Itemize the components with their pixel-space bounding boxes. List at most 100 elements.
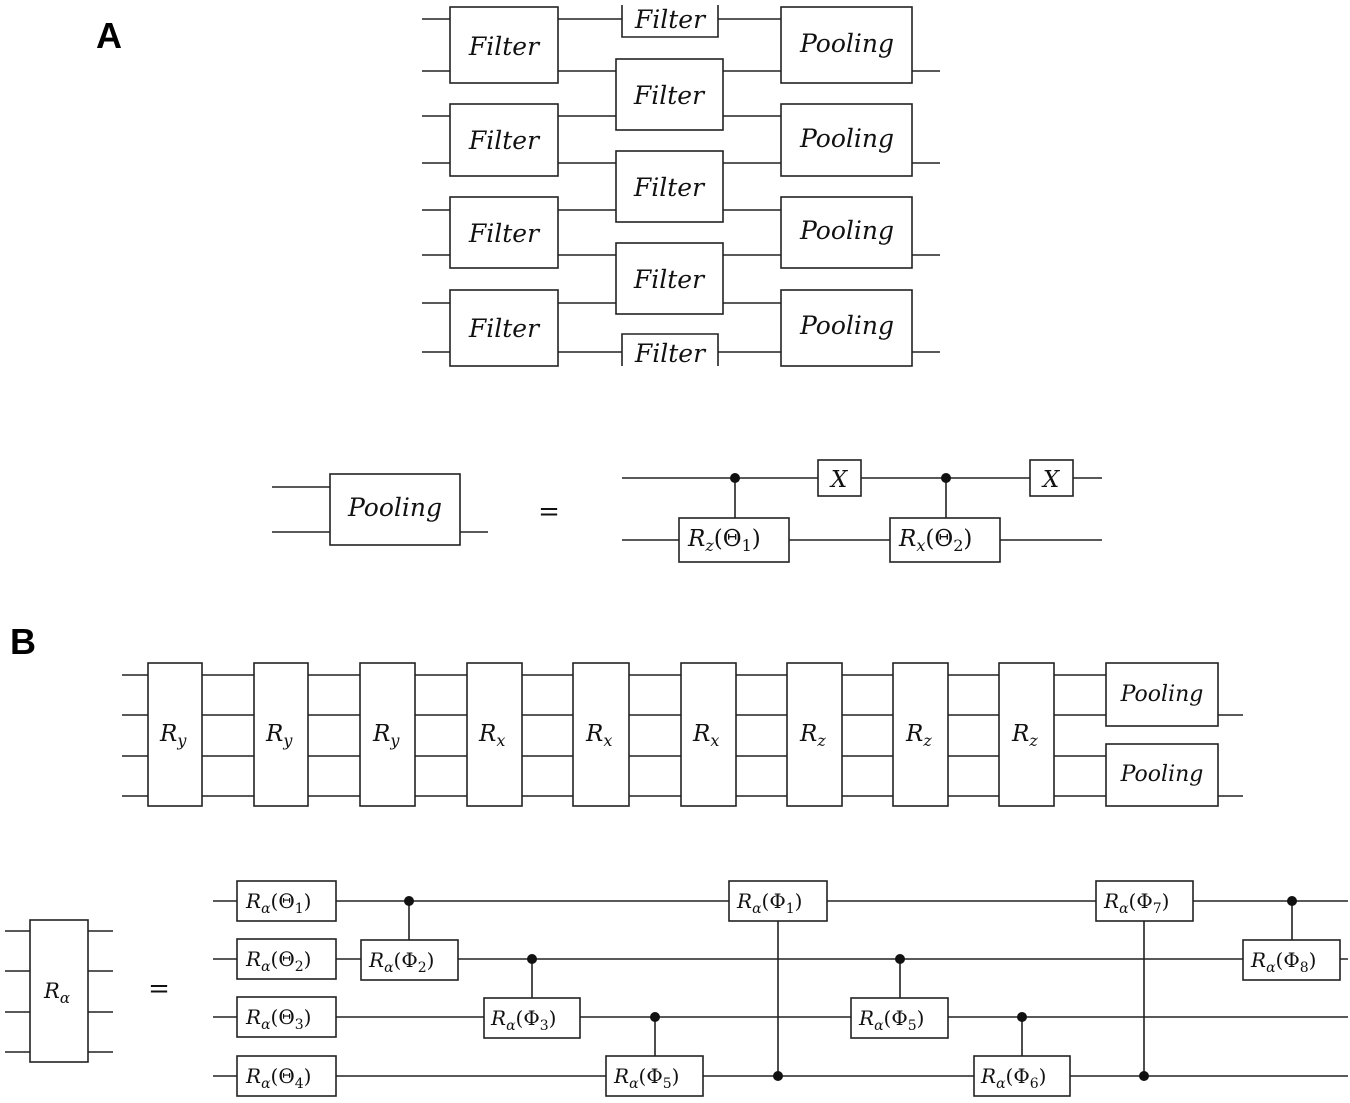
svg-text:Filter: Filter <box>634 5 707 34</box>
svg-text:Rx(Θ2): Rx(Θ2) <box>898 526 972 555</box>
panel-label-a: A <box>96 15 122 56</box>
control-dot <box>1139 1071 1149 1081</box>
svg-text:Rx: Rx <box>478 721 505 750</box>
control-dot <box>895 954 905 964</box>
ralpha-theta-gate: Rα(Θ2) <box>236 938 337 980</box>
ry-gate: Ry <box>147 662 203 807</box>
svg-text:Rz: Rz <box>799 721 826 750</box>
ralpha-theta-gate: Rα(Θ1) <box>236 880 337 922</box>
ralpha-phi-gate: Rα(Φ3) <box>483 997 581 1039</box>
svg-text:Rz: Rz <box>905 721 932 750</box>
control-dot <box>404 896 414 906</box>
svg-text:Rx: Rx <box>585 721 612 750</box>
rx-gate: Rx <box>680 662 737 807</box>
ry-gate: Ry <box>253 662 309 807</box>
svg-text:Pooling: Pooling <box>1120 682 1204 707</box>
control-dot <box>730 473 740 483</box>
panel-label-b: B <box>10 621 36 662</box>
equals-sign: = <box>148 974 170 1004</box>
x-gate: X <box>1029 459 1074 497</box>
svg-text:Ry: Ry <box>372 721 400 750</box>
filter-gate: Filter <box>449 6 559 84</box>
ry-gate: Ry <box>359 662 416 807</box>
equals-sign: = <box>538 497 560 527</box>
filter-gate: Filter <box>615 150 724 223</box>
rx-theta2-gate: Rx(Θ2) <box>889 517 1001 563</box>
ralpha-theta-gate: Rα(Θ4) <box>236 1055 337 1097</box>
svg-text:Pooling: Pooling <box>799 311 894 340</box>
svg-text:Filter: Filter <box>468 219 541 248</box>
svg-text:Rα(Φ8): Rα(Φ8) <box>1250 948 1316 976</box>
ralpha-phi-gate: Rα(Φ5) <box>850 997 949 1039</box>
svg-text:Rα(Φ5): Rα(Φ5) <box>858 1006 924 1034</box>
pooling-gate: Pooling <box>329 473 461 546</box>
filter-gate: Filter <box>615 242 724 315</box>
pooling-gate: Pooling <box>1105 662 1219 727</box>
svg-text:Rα(Φ6): Rα(Φ6) <box>980 1064 1046 1092</box>
ralpha-phi-gate: Rα(Φ2) <box>360 939 459 981</box>
svg-text:Rz(Θ1): Rz(Θ1) <box>687 526 761 555</box>
filter-gate: Filter <box>449 196 559 269</box>
svg-text:Rx: Rx <box>692 721 719 750</box>
filter-gate-wrap-bottom: Filter <box>621 333 719 368</box>
svg-text:X: X <box>829 467 849 493</box>
svg-text:Ry: Ry <box>265 721 293 750</box>
panel-b-circuit: Ry Ry Ry Rx Rx Rx Rz Rz <box>122 662 1243 807</box>
svg-text:Filter: Filter <box>468 32 541 61</box>
pooling-gate: Pooling <box>780 289 913 367</box>
filter-gate-wrap-top: Filter <box>621 2 719 38</box>
pooling-definition: Pooling = Rz(Θ1) X Rx(Θ2) X <box>272 459 1102 563</box>
control-dot <box>527 954 537 964</box>
ralpha-gate: Rα <box>29 919 89 1063</box>
pooling-gate: Pooling <box>780 6 913 84</box>
svg-text:Pooling: Pooling <box>1120 762 1204 787</box>
filter-gate: Filter <box>449 103 559 177</box>
rz-gate: Rz <box>892 662 949 807</box>
svg-text:Rα(Φ2): Rα(Φ2) <box>368 948 434 976</box>
svg-text:Filter: Filter <box>633 173 706 202</box>
rz-gate: Rz <box>786 662 843 807</box>
svg-text:Filter: Filter <box>634 339 707 368</box>
svg-text:Filter: Filter <box>633 265 706 294</box>
ralpha-phi-gate: Rα(Φ8) <box>1242 939 1341 981</box>
svg-text:X: X <box>1041 467 1061 493</box>
rz-theta1-gate: Rz(Θ1) <box>678 517 790 563</box>
rx-gate: Rx <box>466 662 523 807</box>
ralpha-definition: Rα = Rα(Θ1) Rα(Θ2) <box>5 880 1348 1097</box>
svg-text:Rα(Φ3): Rα(Φ3) <box>490 1006 556 1034</box>
ralpha-phi-gate: Rα(Φ6) <box>973 1055 1071 1097</box>
ralpha-phi-gate: Rα(Φ7) <box>1095 880 1194 922</box>
panel-a-circuit: Filter Filter Filter Filter Filter Filte… <box>422 2 942 368</box>
svg-text:Ry: Ry <box>159 721 187 750</box>
control-dot <box>1287 896 1297 906</box>
pooling-gate: Pooling <box>780 103 913 177</box>
rx-gate: Rx <box>572 662 630 807</box>
svg-text:Pooling: Pooling <box>799 216 894 245</box>
pooling-gate: Pooling <box>780 196 913 269</box>
control-dot <box>773 1071 783 1081</box>
filter-gate: Filter <box>615 58 724 131</box>
svg-text:Rα(Θ4): Rα(Θ4) <box>245 1064 311 1092</box>
svg-text:Filter: Filter <box>468 126 541 155</box>
svg-text:Pooling: Pooling <box>799 124 894 153</box>
svg-text:Rα(Θ2): Rα(Θ2) <box>245 947 311 975</box>
control-dot <box>1017 1012 1027 1022</box>
svg-text:Rα(Φ7): Rα(Φ7) <box>1103 889 1169 917</box>
svg-text:Rz: Rz <box>1011 721 1038 750</box>
control-dot <box>650 1012 660 1022</box>
svg-text:Pooling: Pooling <box>347 493 442 522</box>
x-gate: X <box>817 459 862 497</box>
svg-text:Filter: Filter <box>468 314 541 343</box>
ralpha-phi-gate: Rα(Φ1) <box>728 880 828 922</box>
ralpha-phi-gate: Rα(Φ5) <box>605 1055 704 1097</box>
filter-gate: Filter <box>449 289 559 367</box>
control-dot <box>941 473 951 483</box>
svg-text:Filter: Filter <box>633 81 706 110</box>
svg-text:Rα(Θ3): Rα(Θ3) <box>245 1005 311 1033</box>
svg-text:Rα(Φ5): Rα(Φ5) <box>613 1064 679 1092</box>
pooling-gate: Pooling <box>1105 743 1219 807</box>
rz-gate: Rz <box>998 662 1055 807</box>
svg-text:Pooling: Pooling <box>799 29 894 58</box>
svg-text:Rα(Φ1): Rα(Φ1) <box>736 889 802 917</box>
